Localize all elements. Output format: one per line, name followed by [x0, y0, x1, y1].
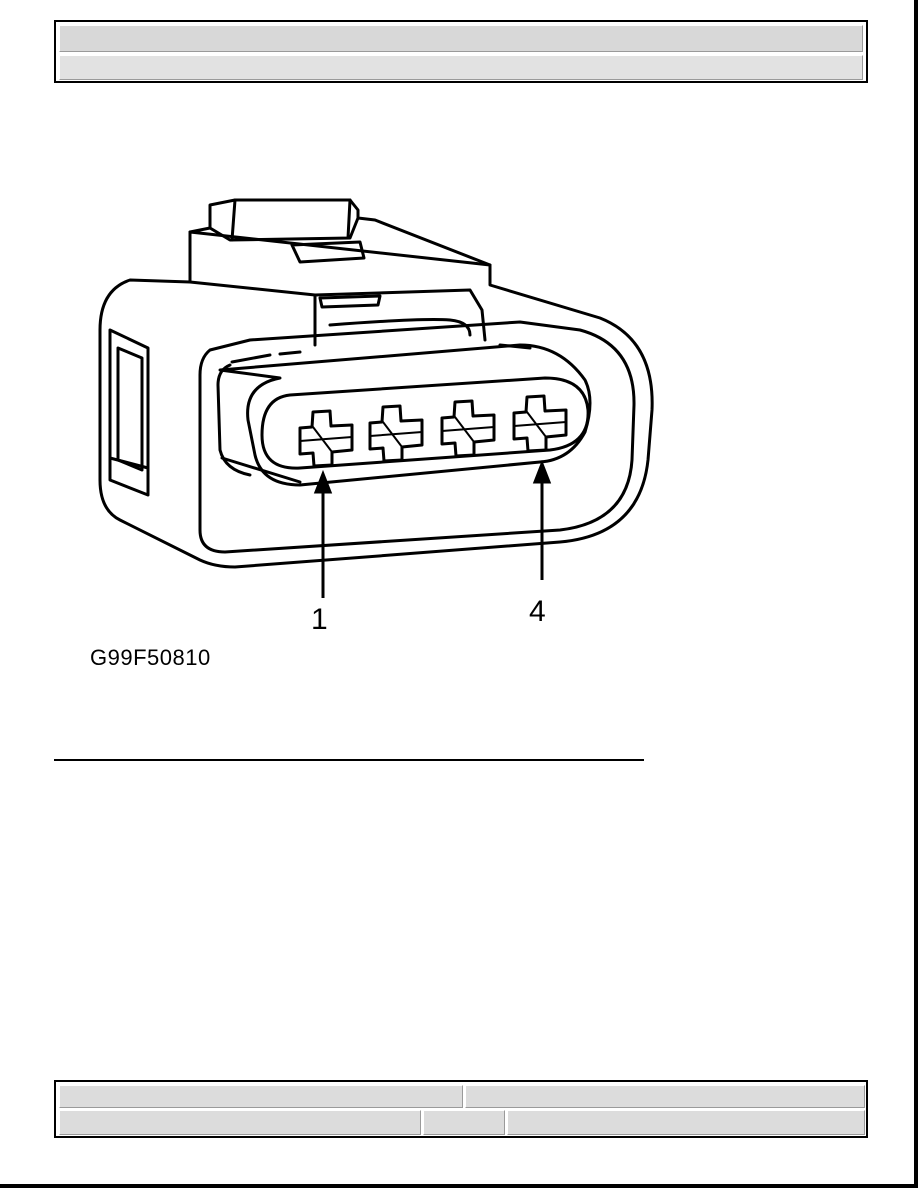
footer-cell-middle-bottom [423, 1110, 505, 1135]
document-header [54, 20, 868, 83]
latch-window [290, 240, 366, 264]
connector-body [98, 230, 654, 569]
pin-4-label: 4 [529, 595, 546, 628]
footer-cell-right-top [465, 1085, 865, 1108]
connector-illustration [98, 198, 654, 598]
front-opening [198, 320, 636, 554]
footer-cell-left-top [59, 1085, 463, 1108]
footer-cell-right-bottom [507, 1110, 865, 1135]
header-subtitle [59, 55, 863, 80]
terminal-insert [218, 343, 592, 487]
section-divider [54, 759, 644, 761]
document-footer [54, 1080, 868, 1138]
pin-pointers [313, 459, 552, 598]
terminal-cavities [298, 394, 568, 468]
header-title [59, 25, 863, 52]
footer-cell-left-bottom [59, 1110, 421, 1135]
figure-id: G99F50810 [90, 645, 211, 670]
pin-1-label: 1 [311, 603, 328, 636]
side-slot [108, 328, 150, 497]
pin-face [260, 376, 590, 470]
